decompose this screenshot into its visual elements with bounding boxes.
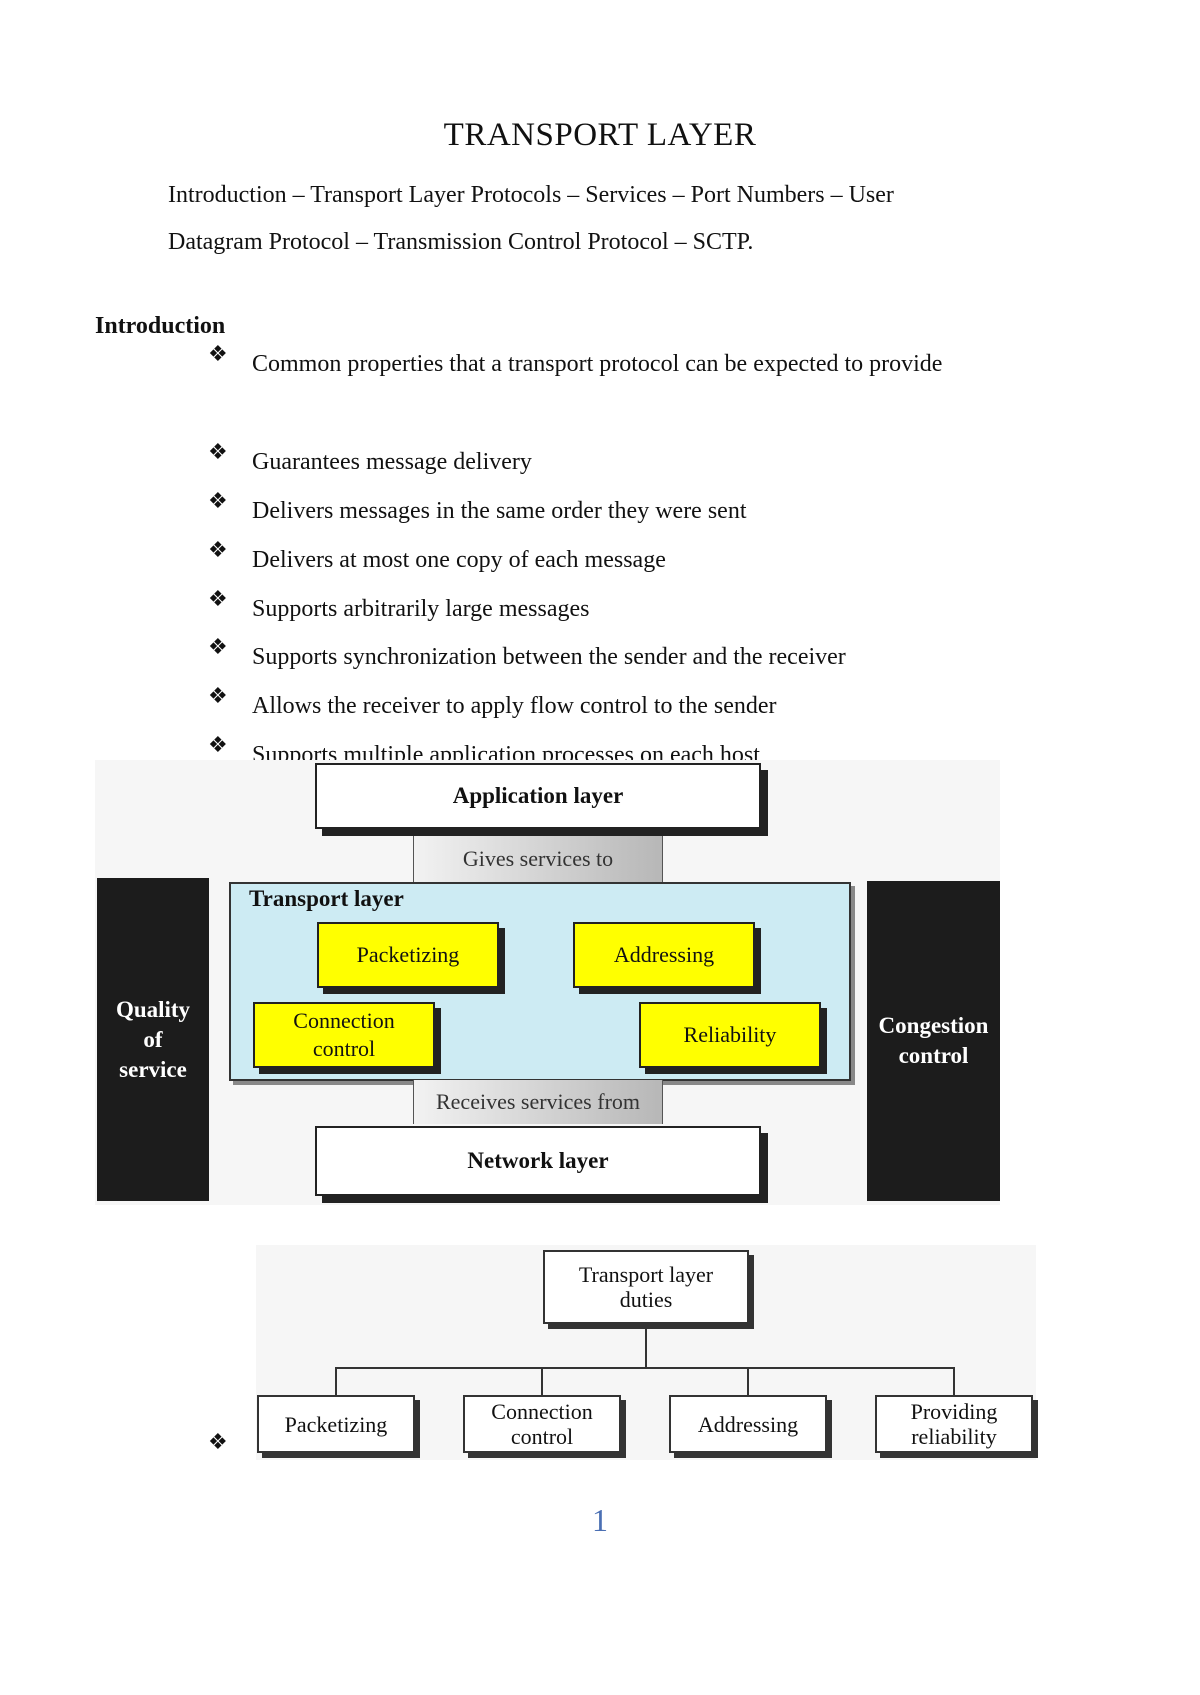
tree-trunk-line [645, 1329, 647, 1369]
bullet-icon: ❖ [208, 684, 228, 709]
receives-services-connector: Receives services from [413, 1080, 663, 1124]
duty-reliability-box: Providing reliability [875, 1395, 1033, 1453]
tree-drop-line [541, 1367, 543, 1395]
bullet-text: Supports synchronization between the sen… [252, 644, 846, 670]
bullet-icon: ❖ [208, 440, 228, 465]
bullet-icon: ❖ [208, 342, 228, 367]
addressing-box: Addressing [573, 922, 755, 988]
tree-drop-line [747, 1367, 749, 1395]
packetizing-box: Packetizing [317, 922, 499, 988]
duties-root-line-2: duties [619, 1287, 673, 1312]
quality-of-service-block: Quality of service [97, 878, 209, 1201]
gives-services-connector: Gives services to [413, 836, 663, 882]
bullet-text: Supports arbitrarily large messages [252, 596, 590, 622]
bullet-icon: ❖ [208, 587, 228, 612]
transport-services-diagram: Application layer Gives services to Tran… [95, 760, 1000, 1205]
transport-layer-panel: Transport layer Packetizing Addressing C… [229, 882, 851, 1081]
connection-control-box: Connection control [253, 1002, 435, 1068]
qos-line-1: Quality [115, 996, 191, 1022]
section-heading: Introduction [95, 313, 226, 339]
page-title: TRANSPORT LAYER [443, 117, 757, 153]
bullet-text: Common properties that a transport proto… [252, 351, 943, 377]
bullet-icon: ❖ [208, 1430, 228, 1455]
page-number: 1 [592, 1502, 608, 1538]
application-layer-box: Application layer [315, 763, 761, 829]
bullet-text: Delivers messages in the same order they… [252, 498, 747, 524]
bullet-icon: ❖ [208, 538, 228, 563]
duty-connection-line-2: control [510, 1424, 574, 1449]
duty-reliability-line-1: Providing [910, 1399, 998, 1424]
tree-branch-line [335, 1367, 953, 1369]
duty-connection-box: Connection control [463, 1395, 621, 1453]
syllabus-line-2: Datagram Protocol – Transmission Control… [168, 229, 754, 255]
duty-packetizing-box: Packetizing [257, 1395, 415, 1453]
qos-line-2: of [143, 1026, 163, 1052]
bullet-text: Guarantees message delivery [252, 449, 532, 475]
network-layer-box: Network layer [315, 1126, 761, 1196]
bullet-icon: ❖ [208, 635, 228, 660]
transport-layer-title: Transport layer [249, 886, 404, 911]
connection-control-line-1: Connection [293, 1008, 395, 1033]
duties-root-line-1: Transport layer [578, 1262, 714, 1287]
tree-drop-line [335, 1367, 337, 1395]
bullet-text: Delivers at most one copy of each messag… [252, 547, 666, 573]
bullet-icon: ❖ [208, 733, 228, 758]
syllabus-line-1: Introduction – Transport Layer Protocols… [168, 182, 894, 208]
duties-root-box: Transport layer duties [543, 1250, 749, 1324]
qos-line-3: service [119, 1056, 187, 1082]
bullet-icon: ❖ [208, 489, 228, 514]
bullet-text: Allows the receiver to apply flow contro… [252, 693, 777, 719]
reliability-box: Reliability [639, 1002, 821, 1068]
transport-duties-diagram: Transport layer duties Packetizing Conne… [256, 1245, 1036, 1460]
tree-drop-line [953, 1367, 955, 1395]
connection-control-line-2: control [312, 1036, 376, 1061]
duty-connection-line-1: Connection [491, 1399, 593, 1424]
duty-reliability-line-2: reliability [911, 1424, 997, 1449]
congestion-line-1: Congestion [878, 1013, 989, 1038]
duty-addressing-box: Addressing [669, 1395, 827, 1453]
congestion-line-2: control [898, 1043, 969, 1068]
congestion-control-block: Congestion control [867, 881, 1000, 1201]
